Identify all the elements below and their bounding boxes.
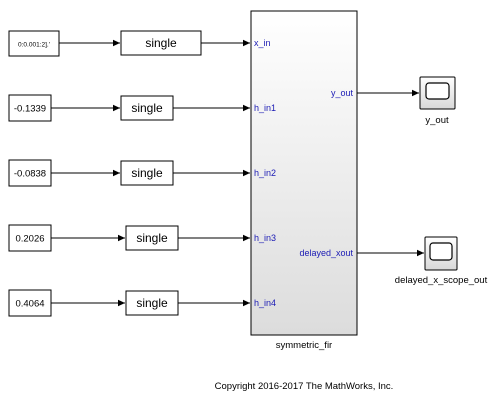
constant-block-5[interactable]: 0.4064 [8,289,52,317]
convert-label: single [145,36,177,50]
copyright-footer: Copyright 2016-2017 The MathWorks, Inc. [215,381,394,392]
constant-block-3[interactable]: -0.0838 [8,159,52,187]
scope-name-label: y_out [425,115,449,126]
input-port-label: h_in2 [254,168,276,178]
output-port-label: delayed_xout [299,248,353,258]
subsystem-name-label: symmetric_fir [276,340,332,351]
constant-value: -0.0838 [14,169,46,180]
convert-block-4[interactable]: single [125,225,179,251]
convert-label: single [136,296,168,310]
scope-name-label: delayed_x_scope_out [395,275,488,286]
scope-block-delayed-x[interactable] [424,236,458,271]
scope-screen-icon [425,82,450,100]
constant-value: -0.1339 [14,104,46,115]
input-port-label: h_in1 [254,103,276,113]
output-port-label: y_out [331,88,354,98]
convert-block-1[interactable]: single [120,30,202,56]
subsystem-block[interactable]: x_in h_in1 h_in2 h_in3 h_in4 y_out delay… [250,10,358,336]
input-port-label: h_in3 [254,233,276,243]
constant-block-2[interactable]: -0.1339 [8,94,52,122]
convert-block-5[interactable]: single [125,290,179,316]
constant-block-4[interactable]: 0.2026 [8,224,52,252]
constant-block-1[interactable]: 0:0.001:2].' [8,30,60,57]
convert-block-2[interactable]: single [120,95,174,121]
signal-lines [51,39,424,307]
convert-label: single [131,101,163,115]
scope-block-y-out[interactable] [419,76,456,110]
convert-label: single [136,231,168,245]
constant-value: 0.4064 [15,299,44,310]
convert-label: single [131,166,163,180]
constant-value: 0.2026 [15,234,44,245]
input-port-label: h_in4 [254,298,276,308]
scope-screen-icon [429,242,453,261]
convert-block-3[interactable]: single [120,160,174,186]
constant-value: 0:0.001:2].' [18,42,50,49]
input-port-label: x_in [254,38,271,48]
